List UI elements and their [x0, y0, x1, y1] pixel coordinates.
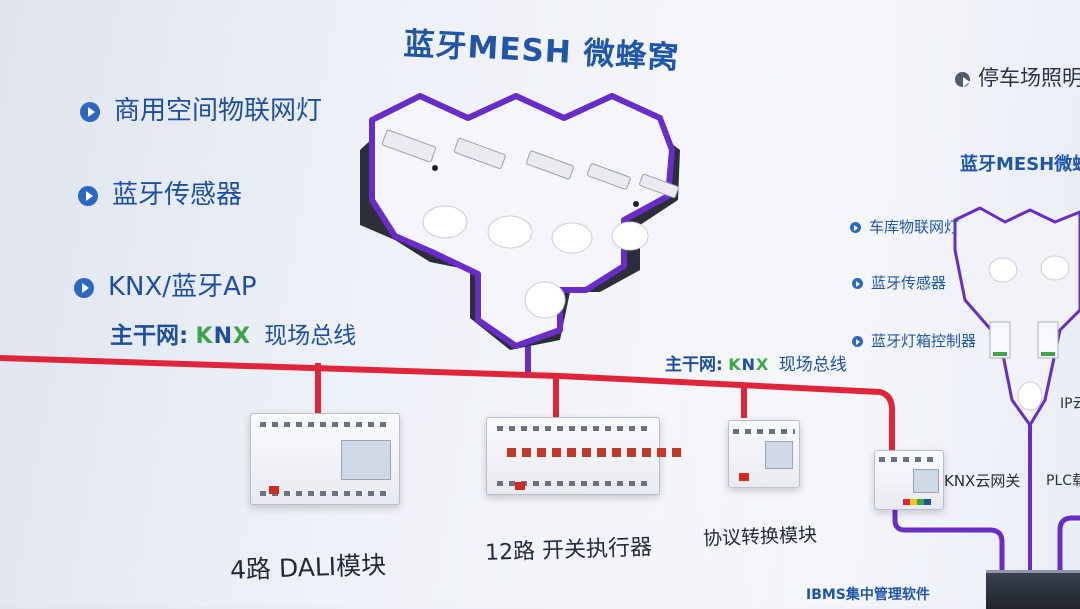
play-circle-icon — [78, 185, 98, 206]
driver-device — [453, 137, 506, 170]
edge-label: PLC载波 — [1046, 473, 1080, 489]
list-item: 商用空间物联网灯 — [80, 90, 322, 127]
purple-line — [1057, 515, 1080, 606]
knx-cloud-gateway — [874, 450, 944, 510]
network-switch — [986, 570, 1080, 609]
sensor-dome — [487, 215, 533, 249]
driver-device — [526, 150, 574, 180]
play-circle-icon — [852, 278, 863, 289]
list-item: 蓝牙传感器 — [78, 174, 242, 211]
indicator-dot — [633, 201, 639, 207]
play-circle-icon — [852, 336, 863, 347]
red-bus-line — [0, 355, 895, 450]
backbone-label-mid: 主干网: KNX 现场总线 — [665, 355, 847, 375]
ibms-caption: IBMS集中管理软件 — [806, 587, 930, 603]
sensor-dome — [524, 281, 566, 319]
driver-device — [1037, 321, 1059, 359]
sensor-dome — [1017, 381, 1043, 411]
driver-device — [586, 163, 631, 190]
indicator-dot — [432, 165, 438, 171]
protocol-converter-module — [728, 420, 800, 488]
sensor-dome — [1040, 255, 1070, 281]
sensor-dome — [611, 221, 649, 251]
play-circle-icon — [74, 277, 94, 298]
module-caption: 4路 DALI模块 — [229, 550, 387, 585]
play-circle-icon — [850, 222, 861, 233]
list-item: 车库物联网灯 — [850, 216, 959, 237]
list-item: KNX/蓝牙AP — [74, 266, 257, 303]
play-circle-icon — [80, 101, 100, 122]
list-item: 蓝牙灯箱控制器 — [852, 330, 976, 351]
backbone-label-left: 主干网: KNX 现场总线 — [110, 323, 357, 349]
sensor-dome — [551, 222, 593, 254]
sensor-dome — [422, 205, 468, 239]
module-caption: 12路 开关执行器 — [484, 535, 653, 566]
switch-actuator-module — [486, 417, 681, 495]
purple-line — [892, 500, 1005, 606]
edge-label: IP云防 — [1060, 396, 1080, 412]
driver-device — [381, 129, 437, 163]
dali-module — [250, 413, 400, 505]
right-heading: 停车场照明 — [955, 62, 1080, 92]
knx-logo: KNX — [195, 324, 251, 349]
play-circle-icon — [955, 71, 970, 87]
knx-logo: KNX — [728, 355, 770, 374]
module-caption: 协议转换模块 — [702, 524, 818, 550]
module-caption: KNX云网关 — [944, 472, 1021, 490]
list-item: 蓝牙传感器 — [852, 272, 946, 293]
sensor-dome — [988, 257, 1018, 283]
driver-device — [989, 321, 1011, 359]
driver-device — [639, 173, 679, 199]
